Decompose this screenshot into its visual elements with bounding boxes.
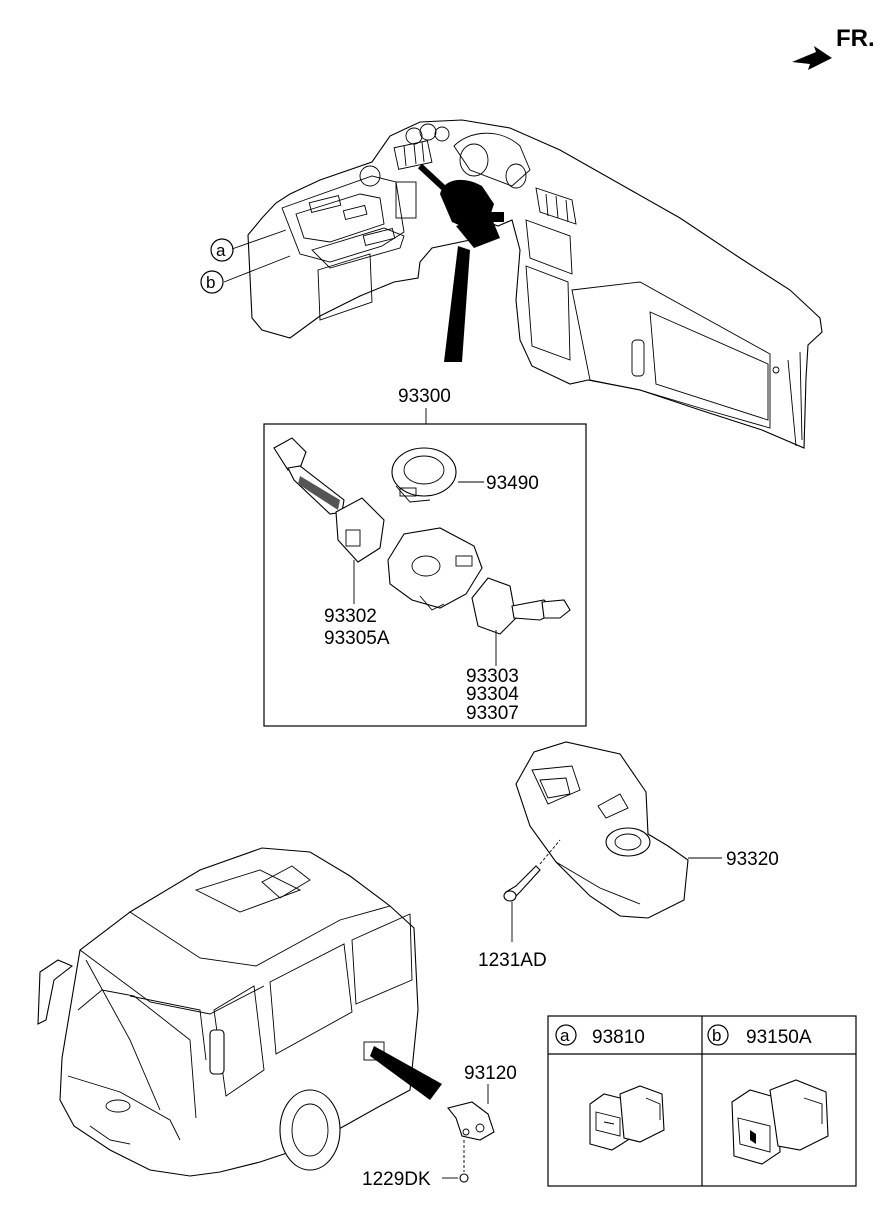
- part-number-93810: 93810: [592, 1027, 645, 1048]
- right-multifunction-switch-illustration: [471, 577, 571, 635]
- part-number-1229DK: 1229DK: [362, 1169, 431, 1190]
- callout-b-circle: [200, 270, 224, 294]
- part-number-93304: 93304: [466, 684, 519, 705]
- part-number-93305A: 93305A: [324, 628, 390, 649]
- left-multifunction-switch-illustration: [273, 437, 385, 563]
- part-number-93300: 93300: [398, 386, 451, 407]
- part-number-93303: 93303: [466, 666, 519, 687]
- part-number-1231AD: 1231AD: [478, 950, 547, 971]
- switch-body-illustration: [387, 527, 483, 611]
- bus-illustration: [37, 847, 419, 1177]
- detail-a-letter: a: [560, 1026, 570, 1045]
- screw-illustration: [503, 865, 541, 902]
- front-direction-label: FR.: [836, 25, 875, 52]
- detail-b-circle: [707, 1024, 729, 1046]
- part-number-93150A: 93150A: [746, 1027, 812, 1048]
- detail-b-letter: b: [712, 1026, 721, 1045]
- front-direction-arrow-icon: [792, 46, 832, 70]
- callout-a-circle: [210, 238, 234, 262]
- bolt-icon: [459, 1173, 469, 1183]
- detail-a-circle: [555, 1024, 577, 1046]
- clock-spring-illustration: [391, 447, 457, 503]
- detail-table: [547, 1015, 857, 1187]
- part-number-93320: 93320: [726, 849, 779, 870]
- switch-a-illustration: [589, 1085, 665, 1151]
- dashboard-illustration: [247, 119, 823, 449]
- assembly-box: [263, 423, 587, 727]
- part-number-93490: 93490: [486, 473, 539, 494]
- part-number-93120: 93120: [464, 1063, 517, 1084]
- part-number-93302: 93302: [324, 606, 377, 627]
- part-number-93307: 93307: [466, 703, 519, 724]
- bracket-illustration: [447, 1101, 495, 1141]
- callout-b-letter: b: [206, 273, 215, 292]
- column-shroud-illustration: [515, 741, 689, 919]
- callout-a-letter: a: [216, 241, 226, 260]
- switch-b-illustration: [731, 1079, 829, 1165]
